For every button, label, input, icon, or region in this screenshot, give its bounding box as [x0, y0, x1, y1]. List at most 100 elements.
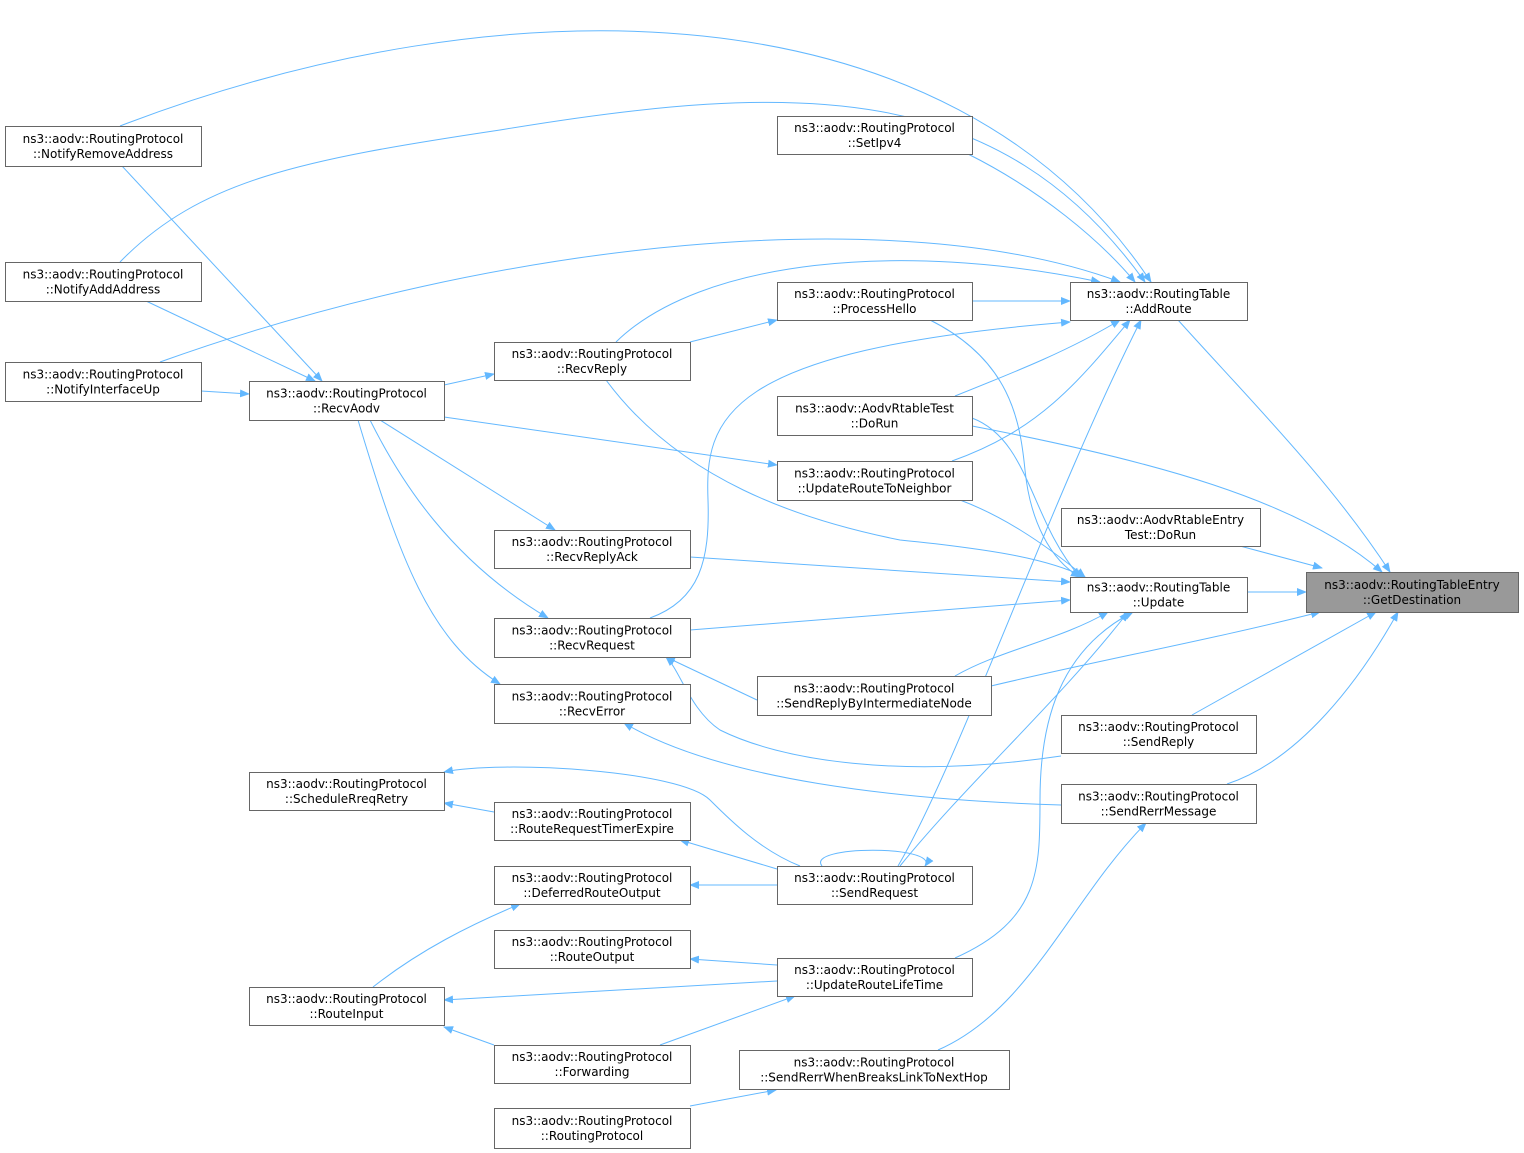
node-label-line: ns3::aodv::AodvRtableEntry	[1077, 513, 1244, 527]
node-label-line: ns3::aodv::RoutingProtocol	[512, 535, 673, 549]
node-box[interactable]	[249, 381, 445, 421]
node-box[interactable]	[777, 958, 973, 997]
node-box[interactable]	[494, 802, 691, 841]
call-edge-rtabletest-to-update	[971, 417, 1081, 578]
node-rtabletest[interactable]: ns3::aodv::AodvRtableTest::DoRun	[777, 396, 973, 436]
node-routeinput[interactable]: ns3::aodv::RoutingProtocol::RouteInput	[249, 987, 445, 1026]
node-label-line: ::NotifyInterfaceUp	[46, 383, 160, 397]
call-edge-sendreply-to-target	[1191, 611, 1377, 716]
node-updatelifetime[interactable]: ns3::aodv::RoutingProtocol::UpdateRouteL…	[777, 958, 973, 997]
node-label-line: Test::DoRun	[1124, 528, 1196, 542]
node-label-line: ::Update	[1133, 596, 1185, 610]
node-box[interactable]	[777, 116, 973, 155]
node-box[interactable]	[777, 866, 973, 905]
node-notifyup[interactable]: ns3::aodv::RoutingProtocol::NotifyInterf…	[5, 362, 202, 402]
node-label-line: ns3::aodv::RoutingProtocol	[794, 287, 955, 301]
node-box[interactable]	[1061, 715, 1257, 754]
node-processhello[interactable]: ns3::aodv::RoutingProtocol::ProcessHello	[777, 282, 973, 321]
node-box[interactable]	[5, 362, 202, 402]
node-box[interactable]	[494, 530, 691, 569]
node-rreqtimer[interactable]: ns3::aodv::RoutingProtocol::RouteRequest…	[494, 802, 691, 841]
node-label-line: ns3::aodv::RoutingTableEntry	[1324, 578, 1499, 592]
node-box[interactable]	[494, 930, 691, 969]
node-sendreply[interactable]: ns3::aodv::RoutingProtocol::SendReply	[1061, 715, 1257, 754]
node-box[interactable]	[249, 772, 445, 811]
call-edge-recvreply-to-update	[605, 379, 1086, 578]
node-recvreply[interactable]: ns3::aodv::RoutingProtocol::RecvReply	[494, 342, 691, 381]
node-box[interactable]	[494, 1108, 691, 1149]
node-senderrbreak[interactable]: ns3::aodv::RoutingProtocol::SendRerrWhen…	[739, 1050, 1010, 1090]
node-updateneighbor[interactable]: ns3::aodv::RoutingProtocol::UpdateRouteT…	[777, 461, 973, 501]
call-edge-senderr-to-target	[1226, 611, 1399, 785]
node-label-line: ::SendRerrWhenBreaksLinkToNextHop	[760, 1071, 988, 1085]
node-label-line: ::GetDestination	[1363, 593, 1461, 607]
node-deferred[interactable]: ns3::aodv::RoutingProtocol::DeferredRout…	[494, 866, 691, 905]
node-box[interactable]	[1070, 577, 1248, 613]
node-box[interactable]	[249, 987, 445, 1026]
node-box[interactable]	[777, 282, 973, 321]
node-label-line: ::SetIpv4	[848, 136, 902, 150]
node-box[interactable]	[1070, 282, 1248, 321]
call-edge-sendrequest-to-addroute	[897, 319, 1142, 867]
node-label-line: ns3::aodv::RoutingProtocol	[1078, 720, 1239, 734]
call-edge-senderrbreak-to-senderr	[937, 822, 1147, 1051]
call-edge-sendreplyinter-to-update	[954, 611, 1109, 677]
node-box[interactable]	[777, 461, 973, 501]
node-forwarding[interactable]: ns3::aodv::RoutingProtocol::Forwarding	[494, 1045, 691, 1084]
node-box[interactable]	[5, 126, 202, 167]
node-box[interactable]	[494, 684, 691, 724]
node-box[interactable]	[1061, 508, 1261, 547]
node-recvreplyack[interactable]: ns3::aodv::RoutingProtocol::RecvReplyAck	[494, 530, 691, 569]
node-update[interactable]: ns3::aodv::RoutingTable::Update	[1070, 577, 1248, 613]
node-routingprotocol[interactable]: ns3::aodv::RoutingProtocol::RoutingProto…	[494, 1108, 691, 1149]
node-label-line: ::NotifyRemoveAddress	[33, 147, 173, 161]
node-label-line: ::ProcessHello	[832, 302, 916, 316]
node-label-line: ns3::aodv::RoutingProtocol	[266, 777, 427, 791]
node-recverror[interactable]: ns3::aodv::RoutingProtocol::RecvError	[494, 684, 691, 724]
node-recvrequest[interactable]: ns3::aodv::RoutingProtocol::RecvRequest	[494, 618, 691, 658]
node-notifyremove[interactable]: ns3::aodv::RoutingProtocol::NotifyRemove…	[5, 126, 202, 167]
node-box[interactable]	[494, 618, 691, 658]
node-sendrequest[interactable]: ns3::aodv::RoutingProtocol::SendRequest	[777, 866, 973, 905]
node-addroute[interactable]: ns3::aodv::RoutingTable::AddRoute	[1070, 282, 1248, 321]
call-edge-routingprotocol-to-senderrbreak	[689, 1087, 777, 1107]
call-edge-rtabletest-to-addroute	[954, 319, 1121, 397]
node-senderr[interactable]: ns3::aodv::RoutingProtocol::SendRerrMess…	[1061, 784, 1257, 824]
call-edge-sendrequest-to-rreqtimer	[679, 838, 778, 870]
node-box[interactable]	[757, 676, 992, 716]
node-schedulerreq[interactable]: ns3::aodv::RoutingProtocol::ScheduleRreq…	[249, 772, 445, 811]
node-label-line: ::Forwarding	[555, 1065, 630, 1079]
node-sendreplyinter[interactable]: ns3::aodv::RoutingProtocol::SendReplyByI…	[757, 676, 992, 716]
call-edge-updateneighbor-to-update	[959, 499, 1086, 578]
node-label-line: ns3::aodv::RoutingProtocol	[512, 624, 673, 638]
node-box[interactable]	[494, 342, 691, 381]
node-box[interactable]	[777, 396, 973, 436]
node-box[interactable]	[1306, 572, 1519, 613]
node-box[interactable]	[739, 1050, 1010, 1090]
node-box[interactable]	[1061, 784, 1257, 824]
call-edge-routeinput-to-deferred	[372, 903, 521, 988]
node-routeoutput[interactable]: ns3::aodv::RoutingProtocol::RouteOutput	[494, 930, 691, 969]
node-setipv4[interactable]: ns3::aodv::RoutingProtocol::SetIpv4	[777, 116, 973, 155]
node-box[interactable]	[5, 262, 202, 302]
call-edge-updatelifetime-to-forwarding	[659, 995, 796, 1046]
node-label-line: ::RouteInput	[310, 1007, 384, 1021]
node-label-line: ::RecvError	[559, 705, 625, 719]
node-box[interactable]	[494, 866, 691, 905]
node-label-line: ::ScheduleRreqRetry	[285, 792, 408, 806]
node-recvaodv[interactable]: ns3::aodv::RoutingProtocol::RecvAodv	[249, 381, 445, 421]
node-label-line: ::RecvAodv	[313, 402, 380, 416]
call-edge-recvreply-to-addroute	[615, 260, 1101, 343]
node-notifyadd[interactable]: ns3::aodv::RoutingProtocol::NotifyAddAdd…	[5, 262, 202, 302]
node-target[interactable]: ns3::aodv::RoutingTableEntry::GetDestina…	[1306, 572, 1519, 613]
node-label-line: ns3::aodv::RoutingProtocol	[512, 1114, 673, 1128]
call-edge-notifyadd-to-recvaodv	[145, 300, 316, 382]
node-label-line: ns3::aodv::RoutingProtocol	[794, 963, 955, 977]
node-box[interactable]	[494, 1045, 691, 1084]
node-label-line: ::RecvReplyAck	[546, 550, 638, 564]
node-label-line: ns3::aodv::RoutingProtocol	[266, 387, 427, 401]
call-edge-sendrequest-to-update	[899, 611, 1129, 867]
call-edges	[119, 30, 1399, 1107]
